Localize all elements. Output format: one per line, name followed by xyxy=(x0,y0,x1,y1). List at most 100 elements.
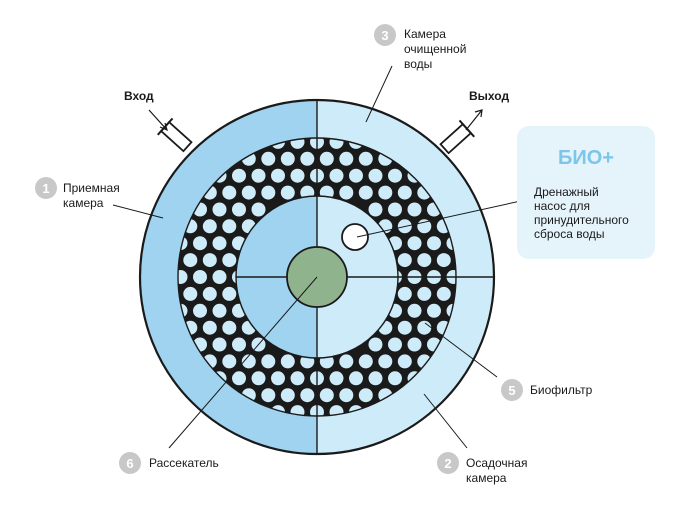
biofilter-hole xyxy=(212,270,227,284)
biofilter-hole xyxy=(251,371,266,386)
leader-splitter xyxy=(168,276,318,449)
biofilter-hole xyxy=(319,151,334,166)
biofilter-hole xyxy=(183,286,198,301)
badge-3 xyxy=(374,24,396,46)
svg-text:5: 5 xyxy=(508,383,515,398)
biofilter-hole xyxy=(329,168,344,183)
bio-plus-text-3: принудительного xyxy=(534,213,629,227)
biofilter-hole xyxy=(388,337,402,352)
badge-2 xyxy=(437,452,459,474)
biofilter-hole xyxy=(300,151,315,166)
leader-drain-pump xyxy=(356,194,549,238)
clean-water-label-1: Камера xyxy=(404,27,446,41)
biofilter-hole xyxy=(417,286,432,301)
biofilter-hole xyxy=(271,168,285,183)
biofilter-hole xyxy=(222,354,237,369)
drain-pump xyxy=(341,223,369,251)
biofilter-hole xyxy=(407,303,422,318)
badge-5 xyxy=(501,379,523,401)
biofilter-hole xyxy=(251,168,266,183)
biofilter-hole xyxy=(202,219,217,234)
biofilter-hole xyxy=(261,388,276,403)
badge-1 xyxy=(35,177,57,199)
biofilter-hole xyxy=(222,219,237,234)
biofilter-hole xyxy=(417,253,432,268)
callout-splitter: 6 Рассекатель xyxy=(119,452,219,474)
bio-plus-text-4: сброса воды xyxy=(534,227,605,241)
biofilter-hole xyxy=(349,371,363,386)
biofilter-hole xyxy=(241,354,256,369)
bio-plus-text-1: Дренажный xyxy=(534,185,599,199)
clean-water-label-3: воды xyxy=(404,57,432,71)
bio-plus-box-bg xyxy=(517,126,655,259)
biofilter-hole xyxy=(358,388,373,403)
biofilter-hole xyxy=(427,303,441,318)
tank-outline xyxy=(138,98,496,456)
receiving-chamber-label-2: камера xyxy=(63,196,104,210)
leader-settling xyxy=(423,393,468,449)
biofilter-hole xyxy=(397,185,412,200)
biofilter-hole xyxy=(290,371,305,386)
leader-receiving xyxy=(112,204,164,219)
callout-clean-water-chamber: 3 Камера очищенной воды xyxy=(374,24,466,71)
biofilter-hole xyxy=(280,185,295,200)
biofilter-hole xyxy=(222,253,237,268)
biofilter-hole xyxy=(251,202,266,217)
biofilter-hole xyxy=(436,253,451,268)
biofilter-hole xyxy=(212,337,227,352)
svg-text:2: 2 xyxy=(444,456,451,471)
outlet-label: Выход xyxy=(469,89,509,103)
inner-chamber-outline xyxy=(235,195,399,359)
callout-biofilter: 5 Биофильтр xyxy=(501,379,593,401)
biofilter-hole xyxy=(407,202,422,217)
biofilter-hole xyxy=(339,185,354,200)
biofilter-hole xyxy=(261,354,276,369)
leader-biofilter xyxy=(424,322,498,378)
badge-6 xyxy=(119,452,141,474)
biofilter-hole xyxy=(193,236,207,251)
biofilter-hole xyxy=(397,320,412,335)
biofilter-hole xyxy=(368,337,383,352)
biofilter-hole xyxy=(319,388,334,403)
biofilter-hole xyxy=(329,371,344,386)
biofilter-hole xyxy=(212,236,227,251)
biofilter-hole xyxy=(232,202,246,217)
biofilter-hole xyxy=(261,151,276,166)
biofilter-hole xyxy=(232,168,246,183)
biofilter-hole xyxy=(222,286,237,301)
biofilter-hole xyxy=(232,371,246,386)
biofilter-hole xyxy=(388,168,402,183)
biofilter-hole xyxy=(222,320,237,335)
biofilter-hole xyxy=(202,253,217,268)
biofilter-hole xyxy=(280,151,295,166)
biofilter-hole xyxy=(212,303,227,318)
biofilter-hole xyxy=(300,388,315,403)
settling-chamber-label-1: Осадочная xyxy=(466,456,527,470)
svg-text:1: 1 xyxy=(42,181,49,196)
biofilter-hole xyxy=(178,270,188,284)
biofilter-hole xyxy=(397,354,412,369)
splitter-label: Рассекатель xyxy=(149,456,219,470)
biofilter-hole xyxy=(417,320,432,335)
biofilter-hole xyxy=(280,354,295,369)
receiving-chamber-label-1: Приемная xyxy=(63,181,120,195)
biofilter-label: Биофильтр xyxy=(530,383,593,397)
biofilter-hole xyxy=(222,185,237,200)
biofilter-hole xyxy=(241,185,256,200)
biofilter-hole xyxy=(271,371,285,386)
svg-text:3: 3 xyxy=(381,28,388,43)
leader-lines xyxy=(112,65,549,449)
biofilter-hole xyxy=(290,168,305,183)
settling-chamber-label-2: камера xyxy=(466,471,507,485)
bio-plus-text-2: насос для xyxy=(534,199,590,213)
biofilter-hole xyxy=(280,388,295,403)
inlet-label: Вход xyxy=(124,89,154,103)
biofilter-hole xyxy=(183,253,198,268)
biofilter-hole xyxy=(202,286,217,301)
biofilter-hole xyxy=(388,202,402,217)
biofilter-hole xyxy=(368,168,383,183)
biofilter-hole xyxy=(358,185,373,200)
inlet-pipe xyxy=(157,117,193,153)
biofilter-hole xyxy=(339,388,354,403)
callout-receiving-chamber: 1 Приемная камера xyxy=(35,177,120,210)
